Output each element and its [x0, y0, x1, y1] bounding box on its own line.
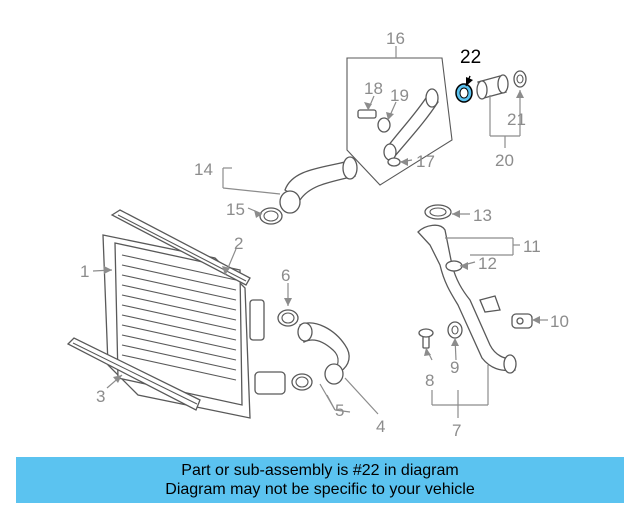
- callout-18: 18: [364, 79, 383, 98]
- sensor-10: [511, 313, 533, 329]
- callout-7: 7: [452, 421, 461, 440]
- callout-20: 20: [495, 151, 514, 170]
- callout-21: 21: [507, 110, 526, 129]
- callout-11: 11: [523, 237, 541, 256]
- parts-diagram: 1 2 3 4 5 6 7 8 9 10 11 12 13 14 15 16 1…: [66, 29, 569, 440]
- callout-1: 1: [80, 262, 89, 281]
- callout-9: 9: [450, 358, 459, 377]
- callout-13: 13: [473, 206, 492, 225]
- sub-assembly-16-box: [346, 57, 453, 186]
- callout-6: 6: [281, 266, 290, 285]
- callout-8: 8: [425, 371, 434, 390]
- callout-2: 2: [234, 234, 243, 253]
- callout-10: 10: [550, 312, 569, 331]
- grommet-9: [447, 321, 463, 339]
- callout-17: 17: [416, 152, 435, 171]
- callout-15: 15: [226, 200, 245, 219]
- callout-3: 3: [96, 387, 105, 406]
- callout-19: 19: [390, 86, 409, 105]
- info-banner: Part or sub-assembly is #22 in diagram D…: [16, 457, 624, 503]
- clamp-22-highlighted: [455, 83, 473, 103]
- charge-pipe-11: [417, 204, 517, 374]
- leader-22: [465, 75, 471, 87]
- o-ring-21: [513, 70, 527, 88]
- callout-12: 12: [478, 254, 497, 273]
- banner-line-2: Diagram may not be specific to your vehi…: [165, 481, 475, 498]
- callout-16: 16: [386, 29, 405, 48]
- lower-seal-strip: [66, 337, 201, 411]
- callout-14: 14: [194, 160, 213, 179]
- arrowhead-22: [466, 77, 473, 86]
- callout-5: 5: [335, 401, 344, 420]
- intercooler: [102, 234, 286, 419]
- callout-4: 4: [376, 417, 385, 436]
- intake-hose-upper: [259, 156, 358, 225]
- banner-line-1: Part or sub-assembly is #22 in diagram: [181, 462, 459, 479]
- pipe-20: [476, 74, 509, 100]
- bolt-8: [418, 328, 434, 349]
- callout-22: 22: [460, 47, 481, 68]
- intercooler-outlet-hose: [277, 309, 350, 391]
- arrowheads: [104, 90, 540, 383]
